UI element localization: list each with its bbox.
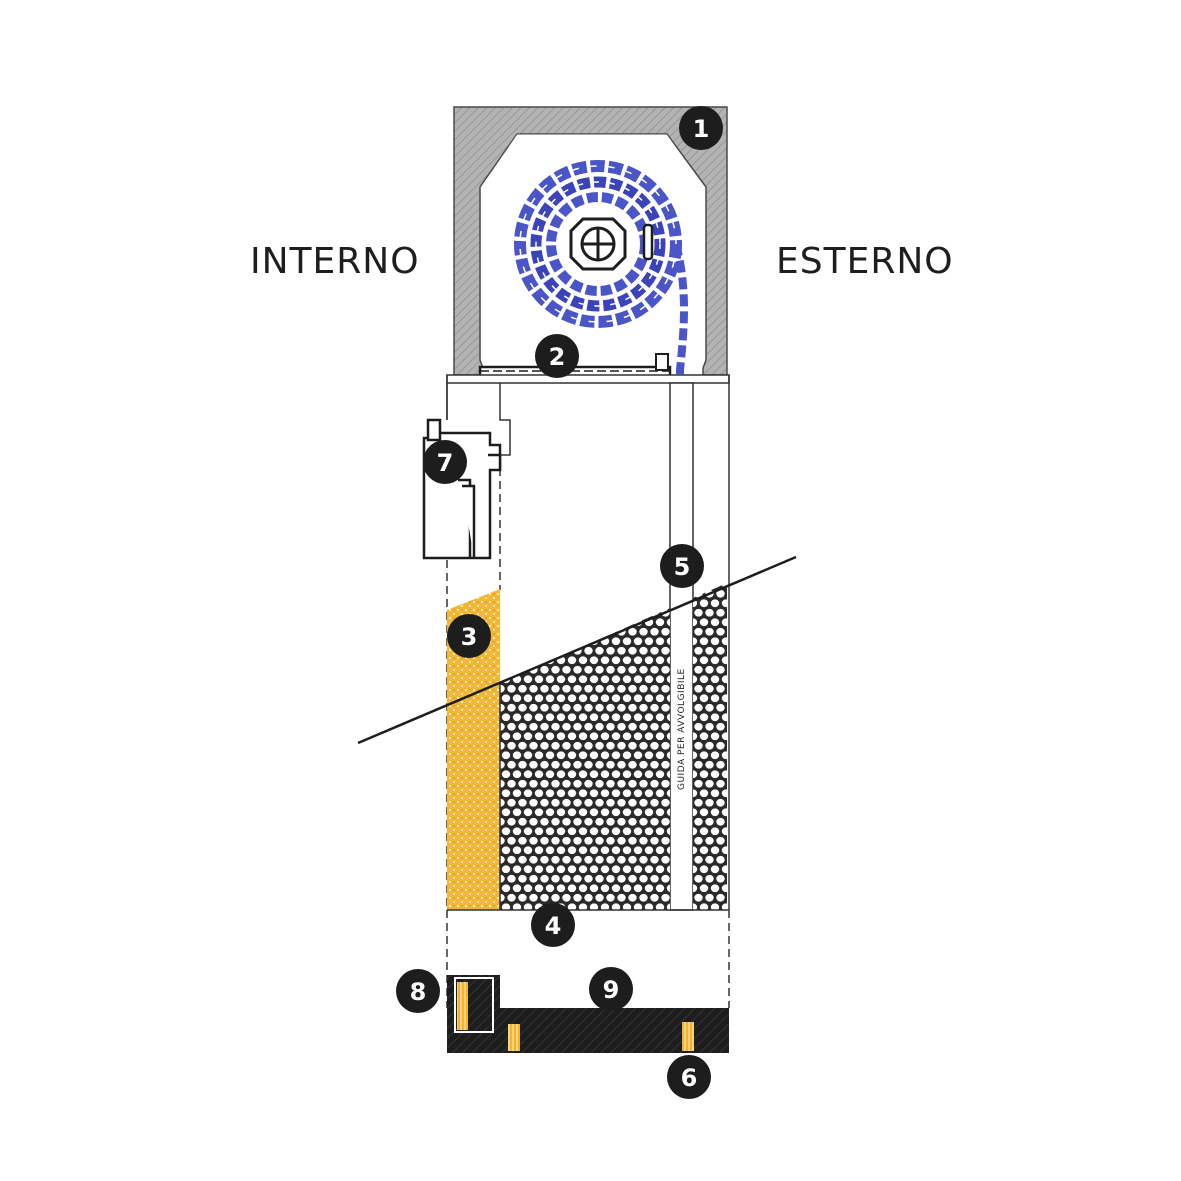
svg-text:2: 2	[549, 343, 566, 371]
callout-3: 3	[447, 614, 491, 658]
guide-rail-label: GUIDA PER AVVOLGIBILE	[677, 668, 687, 790]
svg-text:6: 6	[681, 1064, 698, 1092]
callout-1: 1	[679, 106, 723, 150]
callout-2: 2	[535, 334, 579, 378]
callout-8: 8	[396, 969, 440, 1013]
callout-9: 9	[589, 967, 633, 1011]
section-cut-line	[357, 555, 797, 745]
roller-coil	[514, 160, 688, 490]
exterior-label: ESTERNO	[776, 241, 954, 282]
svg-text:3: 3	[461, 623, 478, 651]
svg-text:7: 7	[437, 449, 454, 477]
interior-label: INTERNO	[250, 241, 420, 282]
callout-4: 4	[531, 903, 575, 947]
guide-rail: GUIDA PER AVVOLGIBILE	[669, 382, 694, 911]
callout-7: 7	[423, 440, 467, 484]
svg-text:4: 4	[545, 912, 562, 940]
svg-text:8: 8	[410, 978, 427, 1006]
callout-5: 5	[660, 544, 704, 588]
window-frame-profile	[422, 418, 502, 560]
honeycomb-panel	[499, 583, 727, 910]
bottom-sill	[447, 975, 729, 1053]
svg-text:5: 5	[674, 553, 691, 581]
svg-text:1: 1	[693, 115, 710, 143]
callout-6: 6	[667, 1055, 711, 1099]
svg-text:9: 9	[603, 976, 620, 1004]
